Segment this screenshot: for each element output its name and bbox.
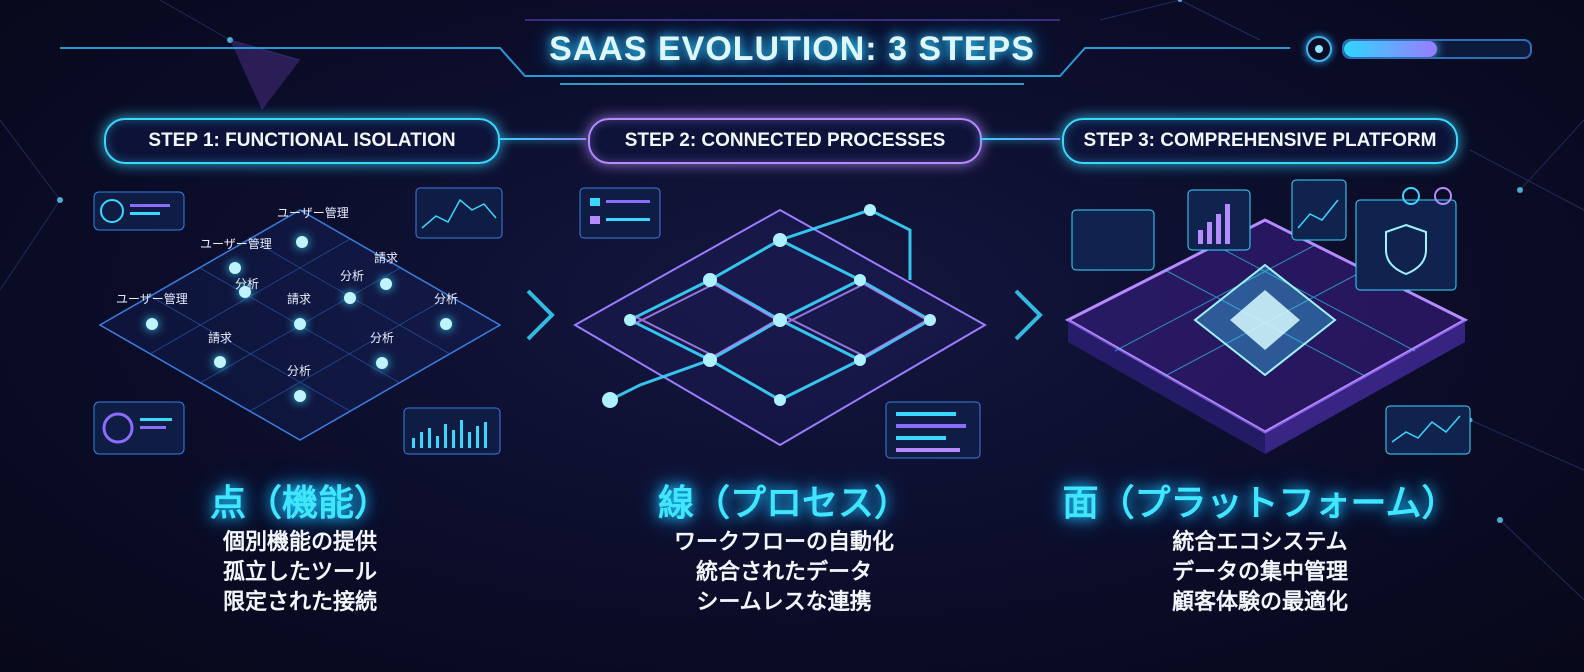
step-1-title: 点（機能） bbox=[209, 483, 390, 524]
target-icon bbox=[1306, 36, 1332, 62]
step-1-node bbox=[344, 292, 356, 304]
step-2-illustration bbox=[572, 187, 988, 459]
chevron-right-icon bbox=[1014, 289, 1043, 341]
progress-fill bbox=[1344, 41, 1437, 57]
step-1-node bbox=[294, 390, 306, 402]
step-1-pill: STEP 1: FUNCTIONAL ISOLATION bbox=[104, 118, 500, 164]
step-1-node bbox=[229, 262, 241, 274]
step-3-item: 顧客体験の最適化 bbox=[1171, 590, 1348, 615]
step-1-node bbox=[294, 318, 306, 330]
step-3-pill: STEP 3: COMPREHENSIVE PLATFORM bbox=[1062, 118, 1458, 164]
step-1-pill-label: STEP 1: FUNCTIONAL ISOLATION bbox=[148, 130, 456, 151]
step-1-node bbox=[380, 278, 392, 290]
step-2-item: 統合されたデータ bbox=[695, 560, 872, 585]
page-title: SAAS EVOLUTION: 3 STEPS bbox=[549, 30, 1035, 68]
step-connector-1 bbox=[498, 138, 586, 140]
step-2-pill: STEP 2: CONNECTED PROCESSES bbox=[588, 118, 982, 164]
step-1-node-label: 分析 bbox=[235, 277, 259, 291]
step-3-item: データの集中管理 bbox=[1171, 560, 1348, 585]
step-1-node-label: 請求 bbox=[208, 331, 232, 345]
progress-bar bbox=[1342, 39, 1532, 59]
progress-widget bbox=[1306, 34, 1536, 62]
step-1-node-label: 請求 bbox=[287, 292, 311, 306]
step-3-item: 統合エコシステム bbox=[1172, 530, 1348, 555]
step-1-node bbox=[146, 318, 158, 330]
step-1-illustration: ユーザー管理ユーザー管理ユーザー管理分析請求請求分析分析請求分析分析 bbox=[93, 187, 503, 455]
step-2-title: 線（プロセス） bbox=[657, 483, 910, 524]
chevron-right-icon bbox=[526, 289, 555, 341]
step-1-item: 限定された接続 bbox=[222, 590, 377, 615]
step-3-title: 面（プラットフォーム） bbox=[1062, 483, 1458, 524]
step-2-item: シームレスな連携 bbox=[696, 590, 872, 615]
step-1-node-label: ユーザー管理 bbox=[116, 291, 188, 306]
step-connector-2 bbox=[980, 138, 1060, 140]
step-1-node-label: 分析 bbox=[370, 331, 394, 345]
step-2-list: ワークフローの自動化 統合されたデータ シームレスな連携 bbox=[574, 528, 994, 618]
step-1-node-label: 請求 bbox=[374, 251, 398, 265]
step-1-node-label: ユーザー管理 bbox=[200, 236, 272, 251]
step-1-node bbox=[214, 356, 226, 368]
step-3-list: 統合エコシステム データの集中管理 顧客体験の最適化 bbox=[1050, 528, 1470, 618]
step-1-item: 個別機能の提供 bbox=[222, 530, 377, 555]
step-1-node bbox=[296, 236, 308, 248]
step-1-node bbox=[440, 318, 452, 330]
step-1-node-label: ユーザー管理 bbox=[277, 205, 349, 220]
step-1-node-label: 分析 bbox=[340, 269, 364, 283]
step-1-node-label: 分析 bbox=[434, 292, 458, 306]
header-frame bbox=[60, 19, 1290, 85]
step-2-pill-label: STEP 2: CONNECTED PROCESSES bbox=[624, 130, 946, 151]
step-2-item: ワークフローの自動化 bbox=[673, 530, 894, 555]
step-1-item: 孤立したツール bbox=[222, 560, 377, 585]
step-1-node-label: 分析 bbox=[287, 364, 311, 378]
step-1-list: 個別機能の提供 孤立したツール 限定された接続 bbox=[90, 528, 510, 618]
step-1-node bbox=[239, 286, 251, 298]
step-3-pill-label: STEP 3: COMPREHENSIVE PLATFORM bbox=[1083, 130, 1437, 151]
step-3-illustration bbox=[1064, 179, 1471, 455]
step-1-node bbox=[376, 357, 388, 369]
